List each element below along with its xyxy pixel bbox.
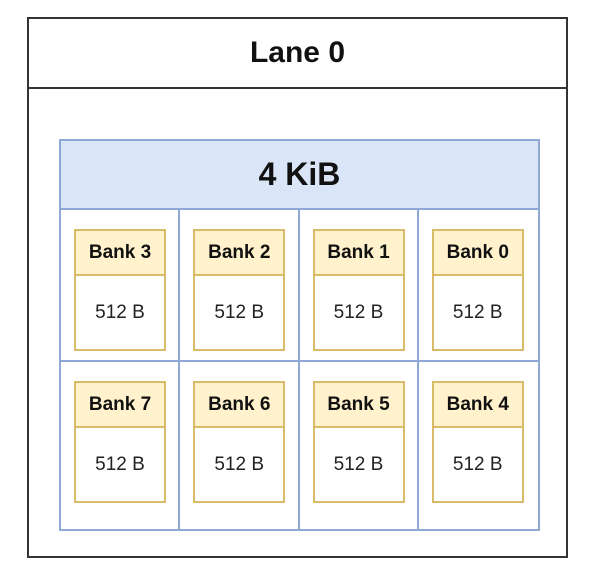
bank-cell: Bank 1 512 B	[299, 210, 419, 362]
bank-box: Bank 2 512 B	[193, 229, 286, 351]
bank-size: 512 B	[333, 453, 384, 475]
bank-box: Bank 3 512 B	[74, 229, 166, 351]
bank-cell: Bank 2 512 B	[180, 210, 300, 362]
bank-name: Bank 3	[76, 231, 164, 276]
bank-size: 512 B	[214, 301, 265, 323]
bank-name: Bank 2	[195, 231, 284, 276]
bank-cell: Bank 5 512 B	[300, 362, 419, 529]
bank-box: Bank 7 512 B	[74, 381, 166, 503]
bank-name: Bank 7	[76, 383, 164, 428]
bank-size: 512 B	[452, 301, 503, 323]
bank-cell: Bank 6 512 B	[180, 362, 300, 529]
memory-block: 4 KiB Bank 3 512 B Bank 2 512 B Bank 1 5…	[59, 139, 540, 531]
lane-title: Lane 0	[29, 19, 566, 89]
bank-box: Bank 6 512 B	[193, 381, 286, 503]
bank-box: Bank 1 512 B	[312, 229, 405, 351]
bank-cell: Bank 7 512 B	[61, 362, 181, 529]
bank-box: Bank 4 512 B	[431, 381, 524, 503]
lane-container: Lane 0 4 KiB Bank 3 512 B Bank 2 512 B B…	[27, 17, 568, 558]
bank-box: Bank 5 512 B	[312, 381, 405, 503]
memory-size-title: 4 KiB	[61, 141, 538, 210]
bank-name: Bank 4	[433, 383, 522, 428]
bank-cell: Bank 3 512 B	[61, 210, 181, 362]
bank-size: 512 B	[452, 453, 503, 475]
bank-size: 512 B	[95, 453, 145, 475]
bank-box: Bank 0 512 B	[431, 229, 524, 351]
bank-cell: Bank 0 512 B	[418, 210, 538, 362]
bank-size: 512 B	[95, 301, 145, 323]
bank-cell: Bank 4 512 B	[419, 362, 538, 529]
bank-name: Bank 1	[314, 231, 403, 276]
bank-size: 512 B	[333, 301, 384, 323]
bank-name: Bank 6	[195, 383, 284, 428]
bank-grid: Bank 3 512 B Bank 2 512 B Bank 1 512 B B…	[61, 210, 538, 529]
bank-size: 512 B	[214, 453, 265, 475]
bank-name: Bank 5	[314, 383, 403, 428]
bank-name: Bank 0	[433, 231, 522, 276]
